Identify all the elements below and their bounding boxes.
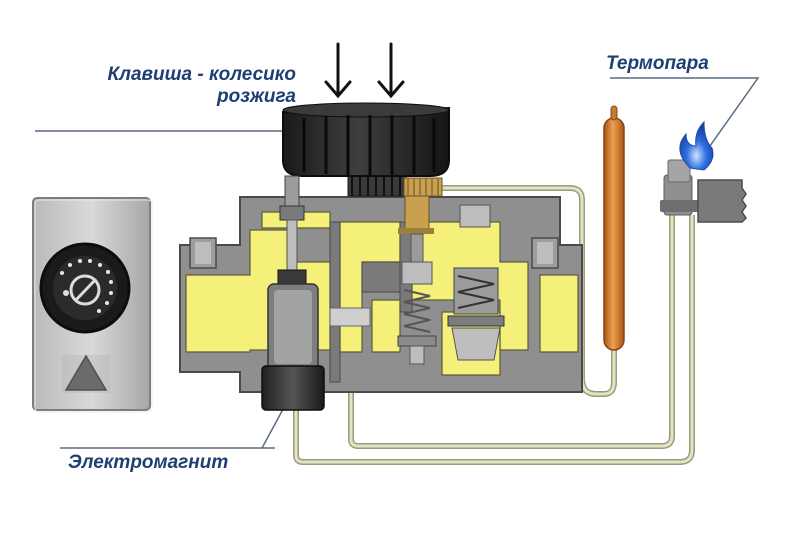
thermocouple-label-leader bbox=[610, 77, 760, 161]
thermostat-dial[interactable] bbox=[39, 242, 131, 334]
capillary-tube bbox=[430, 185, 617, 397]
flame-icon bbox=[679, 120, 714, 171]
triangle-icon[interactable] bbox=[62, 354, 110, 393]
thermocouple-label: Термопара bbox=[606, 53, 709, 74]
gas-filter bbox=[329, 307, 371, 327]
ignition-knob-label-line2: розжига bbox=[217, 86, 296, 107]
thermostat-panel bbox=[32, 197, 153, 413]
main-valve bbox=[397, 191, 437, 365]
electromagnet bbox=[261, 283, 325, 411]
electromagnet-label: Электромагнит bbox=[68, 452, 229, 473]
ignition-knob-label-line1: Клавиша - колесико bbox=[107, 64, 296, 85]
thermocouple-tube bbox=[293, 210, 695, 465]
thermocouple bbox=[660, 159, 747, 223]
pilot-stem bbox=[277, 175, 307, 285]
temperature-bulb bbox=[603, 105, 625, 351]
ignition-knob[interactable] bbox=[282, 102, 450, 197]
ignition-knob-label: Клавиша - колесико розжига bbox=[28, 64, 296, 108]
valve-housing bbox=[179, 196, 583, 393]
thermostat-valve bbox=[447, 204, 505, 361]
down-arrow-icon bbox=[324, 42, 405, 99]
